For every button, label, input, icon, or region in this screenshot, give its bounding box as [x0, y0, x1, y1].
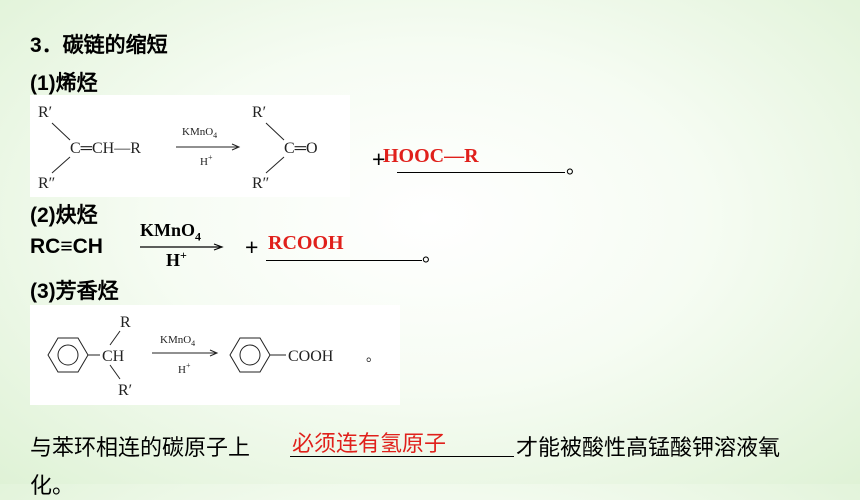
aromatic-reaction-figure: R CH R′ KMnO4 H+ COOH 。	[30, 305, 400, 405]
alkene-reaction-figure: R′ C═CH—R R″ KMnO4 H+ R′ C═O R″	[30, 95, 350, 197]
alkyne-heading: (2)炔烃	[30, 204, 98, 227]
alkene-reagent-top: KMnO4	[182, 126, 217, 140]
alkyne-reagent-top: KMnO4	[140, 220, 202, 244]
alkene-r2: R″	[38, 175, 55, 192]
section-title: 3．碳链的缩短	[30, 34, 168, 57]
alkene-reaction-svg: R′ C═CH—R R″ KMnO4 H+ R′ C═O R″	[38, 104, 318, 192]
alkene-plus: +	[372, 146, 386, 172]
benzene-ring-reactant	[47, 337, 89, 373]
aromatic-reagent-bottom: H+	[178, 361, 191, 376]
alkene-product-core: C═O	[284, 140, 318, 157]
alkene-heading: (1)烯烃	[30, 72, 98, 95]
alkyne-end: 。	[422, 244, 442, 266]
aromatic-product: COOH	[288, 348, 334, 365]
benzene-ring-product	[229, 337, 271, 373]
aromatic-reagent-top: KMnO4	[160, 334, 195, 348]
alkyne-arrow	[140, 243, 224, 251]
aromatic-ch: CH	[102, 348, 125, 365]
alkene-answer: HOOC—R	[383, 145, 479, 167]
aromatic-end: 。	[366, 350, 380, 365]
alkyne-answer: RCOOH	[268, 232, 344, 254]
alkene-end: 。	[566, 156, 586, 178]
alkyne-conditions: KMnO4 H+	[140, 220, 226, 270]
alkene-r1: R′	[38, 104, 52, 121]
alkene-answer-underline	[397, 172, 565, 173]
conclusion-prefix: 与苯环相连的碳原子上	[30, 435, 251, 460]
conclusion-answer: 必须连有氢原子	[292, 431, 447, 456]
alkyne-reactant: RC≡CH	[30, 235, 103, 258]
conclusion-answer-underline	[290, 456, 514, 457]
alkene-product-r2: R″	[252, 175, 269, 192]
alkyne-answer-underline	[266, 260, 422, 261]
alkene-chain: C═CH—R	[70, 140, 141, 157]
conclusion-wrap: 化。	[30, 473, 75, 498]
conclusion-suffix: 才能被酸性高锰酸钾溶液氧	[516, 435, 781, 460]
alkene-reagent-bottom: H+	[200, 153, 213, 168]
alkyne-plus: +	[245, 234, 259, 260]
alkene-product-r1: R′	[252, 104, 266, 121]
aromatic-heading: (3)芳香烃	[30, 280, 119, 303]
alkyne-reagent-bottom: H+	[166, 248, 187, 270]
aromatic-reaction-svg: R CH R′ KMnO4 H+ COOH 。	[47, 314, 380, 399]
aromatic-r-top: R	[120, 314, 131, 331]
aromatic-r-bottom: R′	[118, 382, 132, 399]
